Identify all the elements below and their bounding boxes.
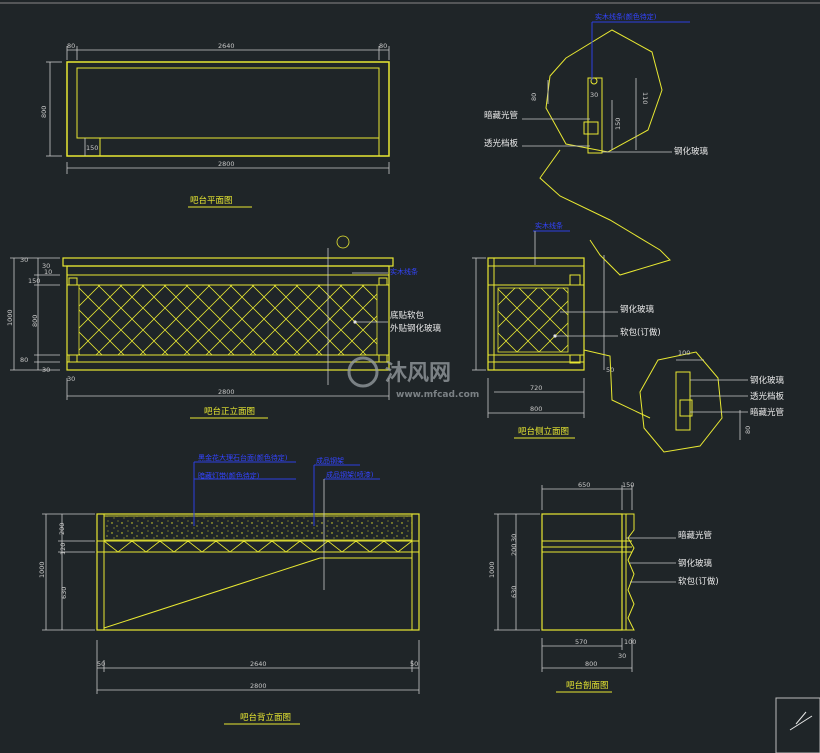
detail-top-dim-150: 150: [614, 118, 622, 130]
plan-dim-top-right: 80: [379, 42, 387, 50]
back-dim-630: 630: [60, 587, 68, 599]
detail-top-dim-30: 30: [590, 91, 598, 99]
section-dim-30: 30: [510, 534, 518, 542]
back-dim-bottom: 2800: [250, 682, 267, 690]
side-title: 吧台侧立面图: [518, 426, 569, 437]
back-dim-200: 200: [58, 523, 66, 535]
detail-top-label-baffle: 透光档板: [484, 138, 519, 149]
front-dim-l1: 30: [20, 256, 28, 264]
back-dim-h: 1000: [38, 561, 46, 578]
section-dim-650: 650: [578, 481, 590, 489]
front-label-wood-trim: 实木线条: [390, 267, 418, 276]
plan-dim-inner: 150: [86, 144, 98, 152]
detail-right-label-light: 暗藏光管: [750, 407, 784, 418]
back-elevation: 1000 200 120 630 50 2640 50 2800 黑金花大理石台…: [38, 453, 420, 725]
section-dim-570: 570: [575, 638, 587, 646]
section-label-softpack: 软包(订做): [678, 576, 719, 587]
detail-top-label-glass: 钢化玻璃: [674, 146, 709, 157]
side-label-tempered-glass: 钢化玻璃: [620, 304, 655, 315]
section-dim-bottom: 800: [585, 660, 597, 668]
back-label-marble: 黑金花大理石台面(颜色待定): [198, 453, 288, 462]
front-dim-h2: 800: [31, 315, 39, 327]
section-dim-100: 100: [624, 638, 636, 646]
watermark: 沐风网 www.mfcad.com: [347, 356, 479, 400]
front-dim-h1: 1000: [6, 309, 14, 326]
plan-title: 吧台平面图: [190, 195, 233, 206]
front-dim-l3: 30: [42, 262, 50, 270]
back-dim-r1: 50: [410, 660, 418, 668]
back-label-led: 暗藏灯带(颜色待定): [198, 471, 260, 480]
watermark-url: www.mfcad.com: [396, 390, 479, 400]
detail-right-label-baffle: 透光档板: [750, 391, 785, 402]
front-label-tempered-glass: 外贴钢化玻璃: [390, 323, 442, 334]
side-elevation: 720 800 50 实木线条 钢化玻璃 软包(订做) 吧台侧立面图: [472, 221, 661, 439]
detail-right-dim-80: 80: [744, 426, 752, 434]
section-dim-h: 1000: [488, 561, 496, 578]
plan-dim-left: 800: [40, 106, 48, 118]
front-dim-bl: 30: [67, 375, 75, 383]
back-dim-mid: 2640: [250, 660, 267, 668]
side-dim-720: 720: [530, 384, 542, 392]
detail-top-dim-80: 80: [530, 93, 538, 101]
section-dim-30b: 30: [618, 652, 626, 660]
section-label-glass: 钢化玻璃: [678, 558, 713, 569]
back-title: 吧台背立面图: [240, 712, 291, 723]
front-dim-l6: 30: [42, 366, 50, 374]
section-label-light: 暗藏光管: [678, 530, 712, 541]
front-dim-l2: 150: [28, 277, 40, 285]
detail-top-note: 实木线条(颜色待定): [595, 12, 657, 21]
detail-top-label-light: 暗藏光管: [484, 110, 518, 121]
front-label-soft-pack: 底贴软包: [390, 310, 425, 321]
back-label-steel-paint: 成品钢架(喷漆): [326, 470, 374, 479]
corner-mark: [775, 697, 820, 753]
side-dim-800: 800: [530, 405, 542, 413]
detail-top-dim-110: 110: [641, 92, 649, 104]
section-dim-630: 630: [510, 586, 518, 598]
side-label-soft-pack: 软包(订做): [620, 327, 661, 338]
plan-dim-top-mid: 2640: [218, 42, 235, 50]
back-dim-120: 120: [59, 543, 67, 555]
watermark-brand: 沐风网: [385, 361, 451, 386]
detail-right: 100 80 钢化玻璃 透光档板 暗藏光管: [583, 349, 785, 453]
section-title: 吧台剖面图: [566, 680, 609, 691]
detail-top: 实木线条(颜色待定) 80 30 110 150 暗藏光管 透光档板 钢化玻璃: [484, 12, 709, 276]
back-dim-l1: 50: [97, 660, 105, 668]
section-view: 650 150 1000 30 200 630 570 100 30 800 暗…: [488, 481, 719, 693]
plan-dim-top-left: 80: [67, 42, 75, 50]
plan-dim-bottom: 2800: [218, 160, 235, 168]
section-dim-150: 150: [622, 481, 634, 489]
plan-view: 80 2640 80 800 150 2800 吧台平面图: [40, 42, 390, 208]
front-title: 吧台正立面图: [204, 406, 255, 417]
back-label-steel: 成品钢架: [316, 456, 344, 465]
side-label-wood-trim: 实木线条: [535, 221, 563, 230]
front-dim-l4: 10: [44, 268, 52, 276]
detail-right-label-glass: 钢化玻璃: [750, 375, 785, 386]
front-dim-bottom: 2800: [218, 388, 235, 396]
front-elevation: 1000 800 30 150 30 10 80 30 30 2800 实木线条…: [6, 235, 442, 419]
detail-right-dim-100: 100: [678, 349, 690, 357]
section-dim-200: 200: [510, 544, 518, 556]
front-dim-l5: 80: [20, 356, 28, 364]
